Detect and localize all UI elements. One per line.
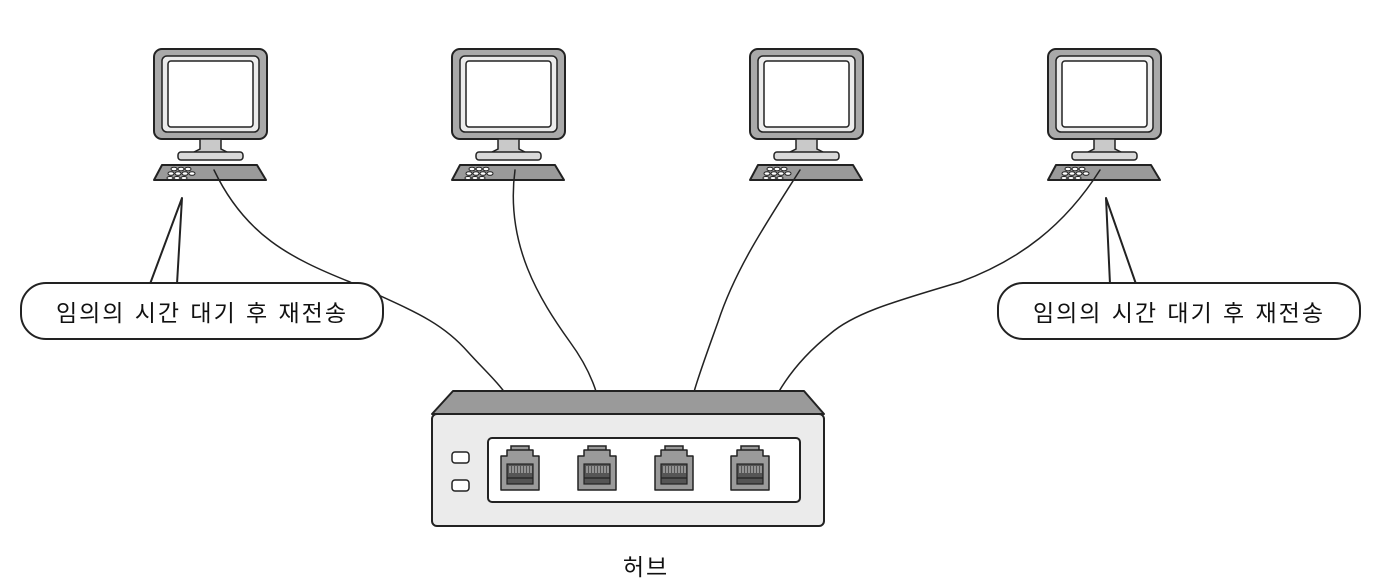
callout-text-right: 임의의 시간 대기 후 재전송 — [1032, 301, 1325, 327]
cable-1 — [213, 169, 528, 441]
computer-4 — [1047, 48, 1162, 181]
callout-text-left: 임의의 시간 대기 후 재전송 — [55, 301, 348, 327]
computer-1 — [153, 48, 268, 181]
cable-4 — [758, 169, 1101, 441]
bubble-tail-left — [149, 197, 183, 285]
callout-bubble-left: 임의의 시간 대기 후 재전송 — [20, 282, 384, 340]
bubble-tail-right — [1105, 197, 1137, 285]
hub — [431, 390, 825, 527]
hub-port-2 — [577, 445, 617, 491]
hub-led-2 — [451, 479, 470, 492]
computer-3 — [749, 48, 864, 181]
hub-port-3 — [654, 445, 694, 491]
hub-led-1 — [451, 451, 470, 464]
computer-2 — [451, 48, 566, 181]
hub-port-4 — [730, 445, 770, 491]
hub-port-1 — [500, 445, 540, 491]
callout-bubble-right: 임의의 시간 대기 후 재전송 — [997, 282, 1361, 340]
hub-label: 허브 — [622, 555, 670, 581]
